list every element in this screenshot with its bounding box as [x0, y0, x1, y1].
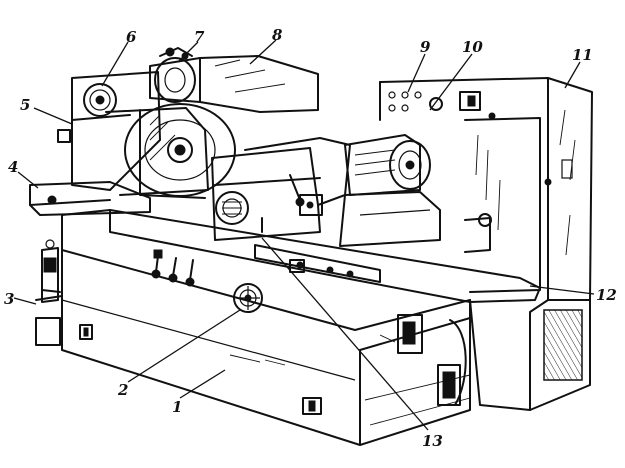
side-handwheel — [464, 213, 492, 253]
left-hydraulic-block — [41, 239, 61, 303]
leader-lines — [13, 39, 595, 431]
callout-9: 9 — [420, 38, 431, 56]
machine-bed — [35, 209, 471, 446]
callout-8: 8 — [272, 26, 283, 44]
electrical-cabinet — [379, 77, 593, 411]
dressing-unit — [149, 47, 319, 113]
callout-2: 2 — [117, 381, 128, 399]
callout-4: 4 — [8, 158, 18, 176]
callout-5: 5 — [20, 96, 30, 114]
callout-7: 7 — [194, 28, 205, 46]
callout-3: 3 — [4, 290, 14, 308]
callout-11: 11 — [572, 46, 593, 64]
callout-12: 12 — [596, 286, 617, 304]
table-handwheel — [233, 283, 263, 313]
front-slide — [29, 181, 151, 216]
callout-13: 13 — [422, 432, 443, 450]
wheelhead — [211, 137, 351, 241]
workhead — [57, 71, 209, 196]
callout-labels: 6 7 8 9 10 11 5 4 3 12 2 1 13 — [4, 26, 617, 450]
callout-1: 1 — [172, 398, 182, 416]
callout-6: 6 — [126, 28, 137, 46]
callout-10: 10 — [462, 38, 483, 56]
work-table — [109, 209, 541, 303]
motor — [339, 134, 441, 247]
control-levers — [151, 249, 195, 287]
